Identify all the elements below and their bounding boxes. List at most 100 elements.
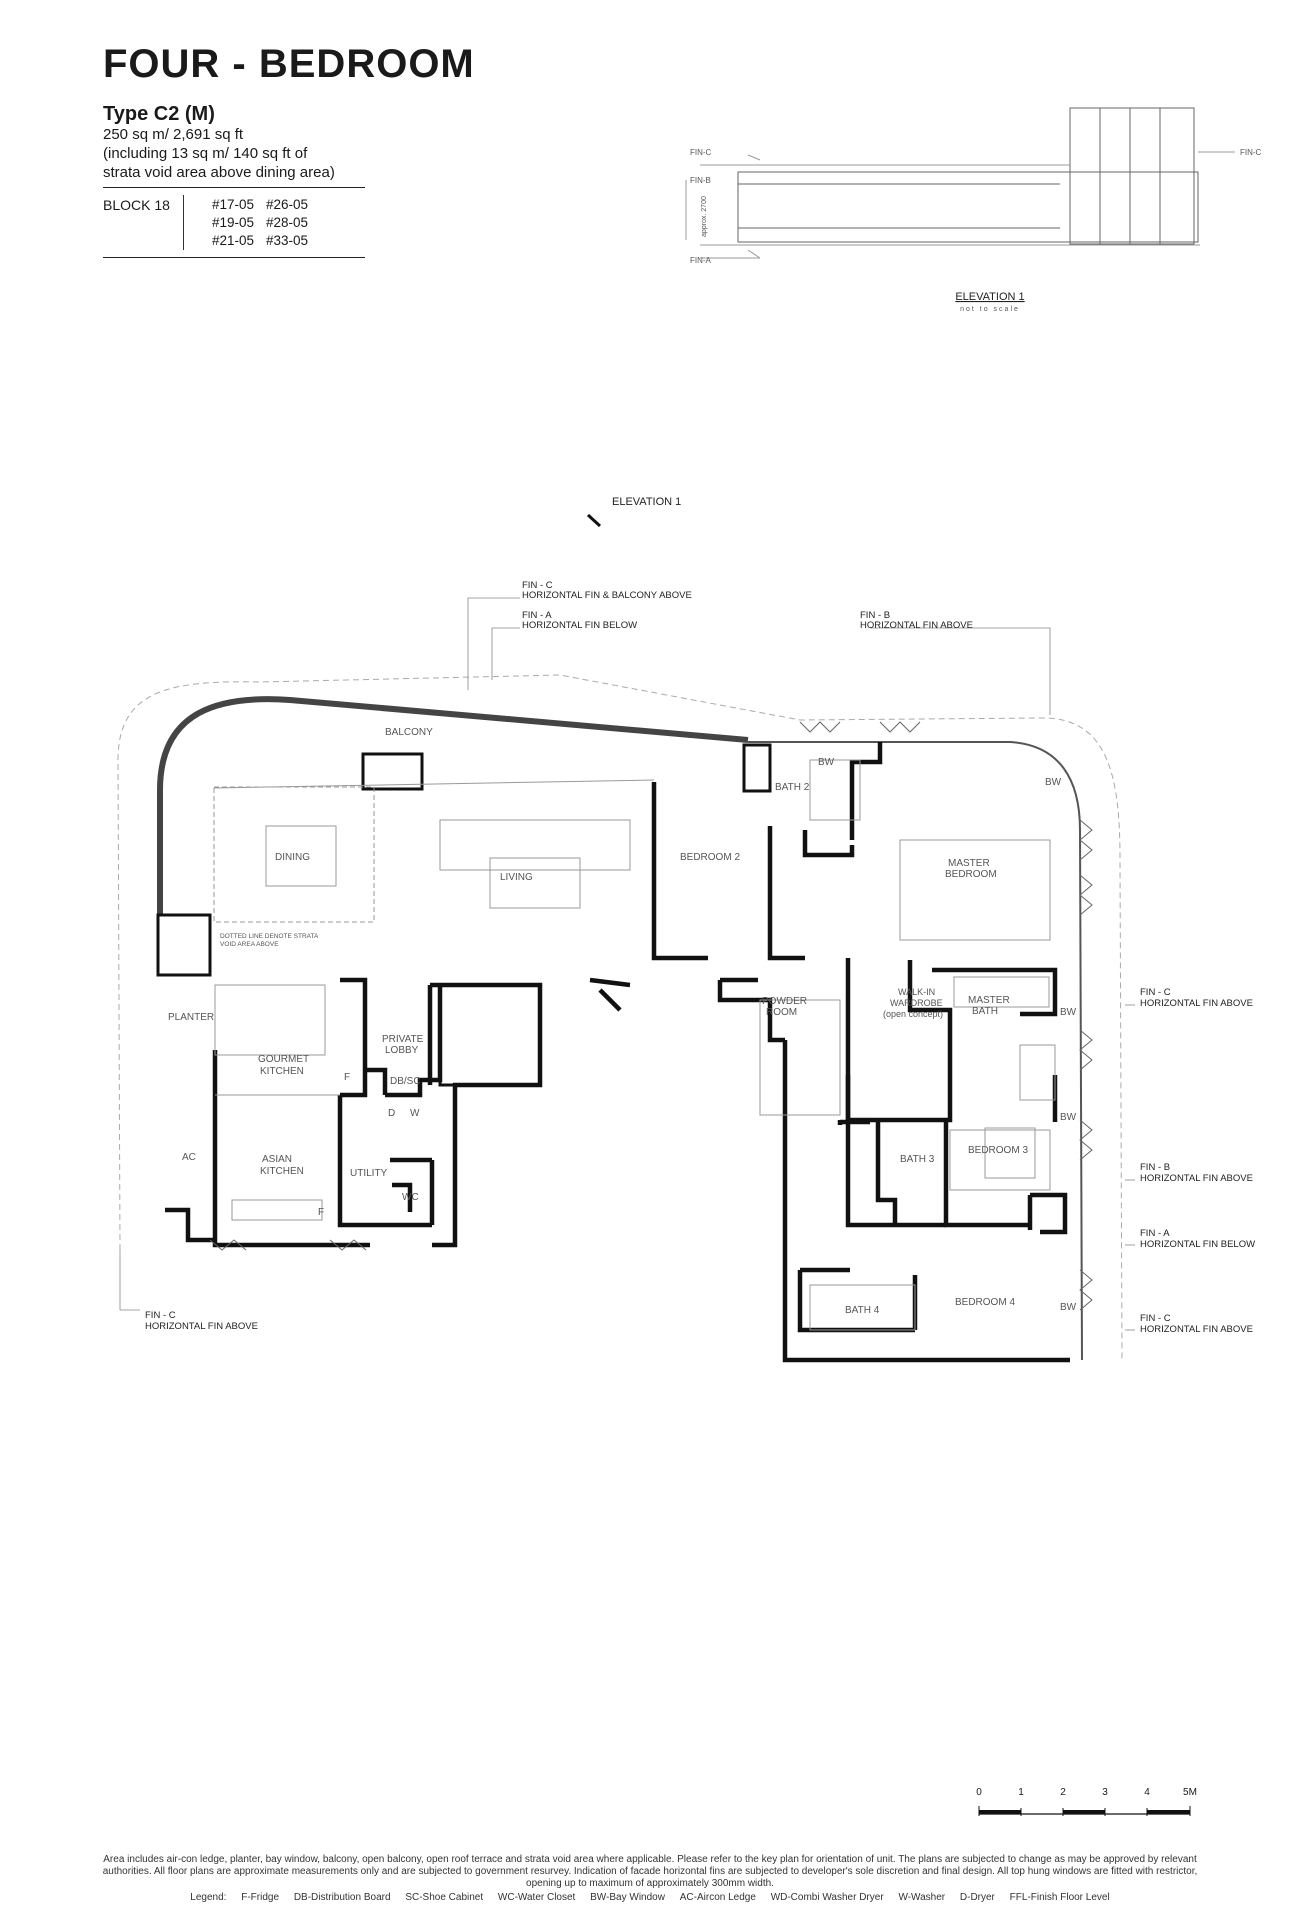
room-label-powder-room: POWDER	[762, 996, 807, 1007]
scale-tick-label: 1	[1018, 1787, 1024, 1798]
room-label-gourmet-kitchen: GOURMET	[258, 1054, 309, 1065]
scale-tick-label: 3	[1102, 1787, 1108, 1798]
unit-number: #19-05	[212, 215, 255, 230]
room-label-bath-3: BATH 3	[900, 1154, 935, 1165]
header-rule-bottom	[103, 257, 365, 258]
elevation-subtitle: not to scale	[960, 306, 1020, 313]
room-label-bay-window: BW	[1060, 1112, 1077, 1123]
legend-item: AC-Aircon Ledge	[679, 1892, 756, 1903]
fin-label: FIN - C	[145, 1310, 176, 1321]
fin-label: HORIZONTAL FIN ABOVE	[1140, 1324, 1253, 1335]
room-label-bay-window: BW	[1060, 1007, 1077, 1018]
room-label-gourmet-kitchen: KITCHEN	[260, 1066, 304, 1077]
legend: Legend: F-Fridge DB-Distribution Board S…	[100, 1892, 1200, 1903]
room-label-balcony: BALCONY	[385, 727, 433, 738]
room-label-bath-4: BATH 4	[845, 1305, 880, 1316]
fin-label: FIN - B	[1140, 1162, 1170, 1173]
elevation-fin-b-left: FIN-B	[690, 176, 711, 185]
legend-item: WC-Water Closet	[497, 1892, 576, 1903]
room-label-fridge: F	[318, 1207, 324, 1218]
room-label-powder-room: ROOM	[766, 1007, 797, 1018]
unit-number: #33-05	[266, 233, 309, 248]
block-label: BLOCK 18	[103, 197, 170, 213]
east-facade	[748, 741, 1083, 1361]
unit-type-name: Type C2 (M)	[103, 103, 215, 125]
unit-number: #26-05	[266, 197, 309, 212]
fin-label: FIN - C	[522, 580, 553, 591]
room-label-asian-kitchen: KITCHEN	[260, 1166, 304, 1177]
scale-tick-label: 5M	[1183, 1787, 1197, 1798]
room-label-bedroom-3: BEDROOM 3	[968, 1145, 1028, 1156]
room-label-master-bath: BATH	[972, 1006, 998, 1017]
block-divider	[183, 195, 184, 250]
legend-item: F-Fridge	[241, 1892, 280, 1903]
fin-label: HORIZONTAL FIN BELOW	[522, 620, 637, 631]
area-line-2: (including 13 sq m/ 140 sq ft of	[103, 145, 308, 162]
room-label-living: LIVING	[500, 872, 533, 883]
room-label-asian-kitchen: ASIAN	[262, 1154, 292, 1165]
elevation-marker-label: ELEVATION 1	[612, 496, 681, 508]
scale-tick-label: 4	[1144, 1787, 1150, 1798]
room-label-washer: W	[410, 1108, 420, 1119]
room-label-ac-ledge: AC	[182, 1152, 196, 1163]
strata-void-note: DOTTED LINE DENOTE STRATA	[220, 933, 319, 940]
room-label-bedroom-4: BEDROOM 4	[955, 1297, 1015, 1308]
legend-item: BW-Bay Window	[590, 1892, 665, 1903]
fin-leader-lines	[119, 597, 1135, 1331]
bay-window-hatches	[209, 721, 1093, 1311]
interior-outlines	[213, 759, 1056, 1331]
elevation-drawing	[685, 107, 1235, 259]
scale-tick-label: 2	[1060, 1787, 1066, 1798]
room-label-planter: PLANTER	[168, 1012, 214, 1023]
room-label-bedroom-2: BEDROOM 2	[680, 852, 740, 863]
area-line-3: strata void area above dining area)	[103, 164, 335, 181]
facade-outline	[117, 674, 1123, 1361]
legend-item: DB-Distribution Board	[293, 1892, 391, 1903]
room-label-walk-in-wardrobe: WALK-IN	[898, 987, 935, 997]
room-label-bay-window: BW	[1045, 777, 1062, 788]
room-label-fridge: F	[344, 1072, 350, 1083]
elevation-title: ELEVATION 1	[955, 291, 1024, 303]
room-label-utility: UTILITY	[350, 1168, 388, 1179]
legend-item: D-Dryer	[959, 1892, 995, 1903]
room-label-walk-in-wardrobe: (open concept)	[883, 1009, 943, 1019]
strata-void-note: VOID AREA ABOVE	[220, 941, 279, 948]
elevation-marker-arrow	[586, 513, 602, 528]
fin-label: HORIZONTAL FIN ABOVE	[145, 1321, 258, 1332]
fin-label: HORIZONTAL FIN BELOW	[1140, 1239, 1255, 1250]
elevation-fin-c-right: FIN-C	[1240, 148, 1262, 157]
fin-label: HORIZONTAL FIN & BALCONY ABOVE	[522, 590, 692, 601]
balcony-rail-inner	[165, 705, 749, 930]
elevation-fin-a-left: FIN-A	[690, 256, 712, 265]
room-label-private-lobby: PRIVATE	[382, 1034, 424, 1045]
scale-tick-label: 0	[976, 1787, 982, 1798]
plan-walls	[156, 742, 1070, 1363]
fin-label: FIN - A	[1140, 1228, 1170, 1239]
room-label-master-bath: MASTER	[968, 995, 1010, 1006]
area-line-1: 250 sq m/ 2,691 sq ft	[103, 126, 244, 143]
page-title: FOUR - BEDROOM	[103, 42, 475, 86]
room-label-dryer: D	[388, 1108, 395, 1119]
fin-label: FIN - B	[860, 610, 890, 621]
room-label-bath-2: BATH 2	[775, 782, 810, 793]
legend-item: SC-Shoe Cabinet	[405, 1892, 484, 1903]
room-label-bay-window: BW	[1060, 1302, 1077, 1313]
balcony-rail	[157, 696, 749, 930]
legend-item: WD-Combi Washer Dryer	[770, 1892, 884, 1903]
header-rule-top	[103, 187, 365, 188]
elevation-fin-c-left: FIN-C	[690, 148, 712, 157]
unit-number: #17-05	[212, 197, 255, 212]
room-label-dining: DINING	[275, 852, 310, 863]
fin-label: HORIZONTAL FIN ABOVE	[1140, 998, 1253, 1009]
fin-label: FIN - C	[1140, 987, 1171, 998]
room-label-wc: WC	[402, 1192, 419, 1203]
scale-bar	[978, 1806, 1191, 1816]
legend-title: Legend:	[190, 1892, 227, 1903]
unit-number: #21-05	[212, 233, 255, 248]
fin-label: FIN - A	[522, 610, 552, 621]
room-label-private-lobby: LOBBY	[385, 1045, 419, 1056]
fin-label: FIN - C	[1140, 1313, 1171, 1324]
legend-item: FFL-Finish Floor Level	[1009, 1892, 1110, 1903]
fin-label: HORIZONTAL FIN ABOVE	[860, 620, 973, 631]
elevation-approx-height: approx. 2700	[701, 196, 708, 237]
